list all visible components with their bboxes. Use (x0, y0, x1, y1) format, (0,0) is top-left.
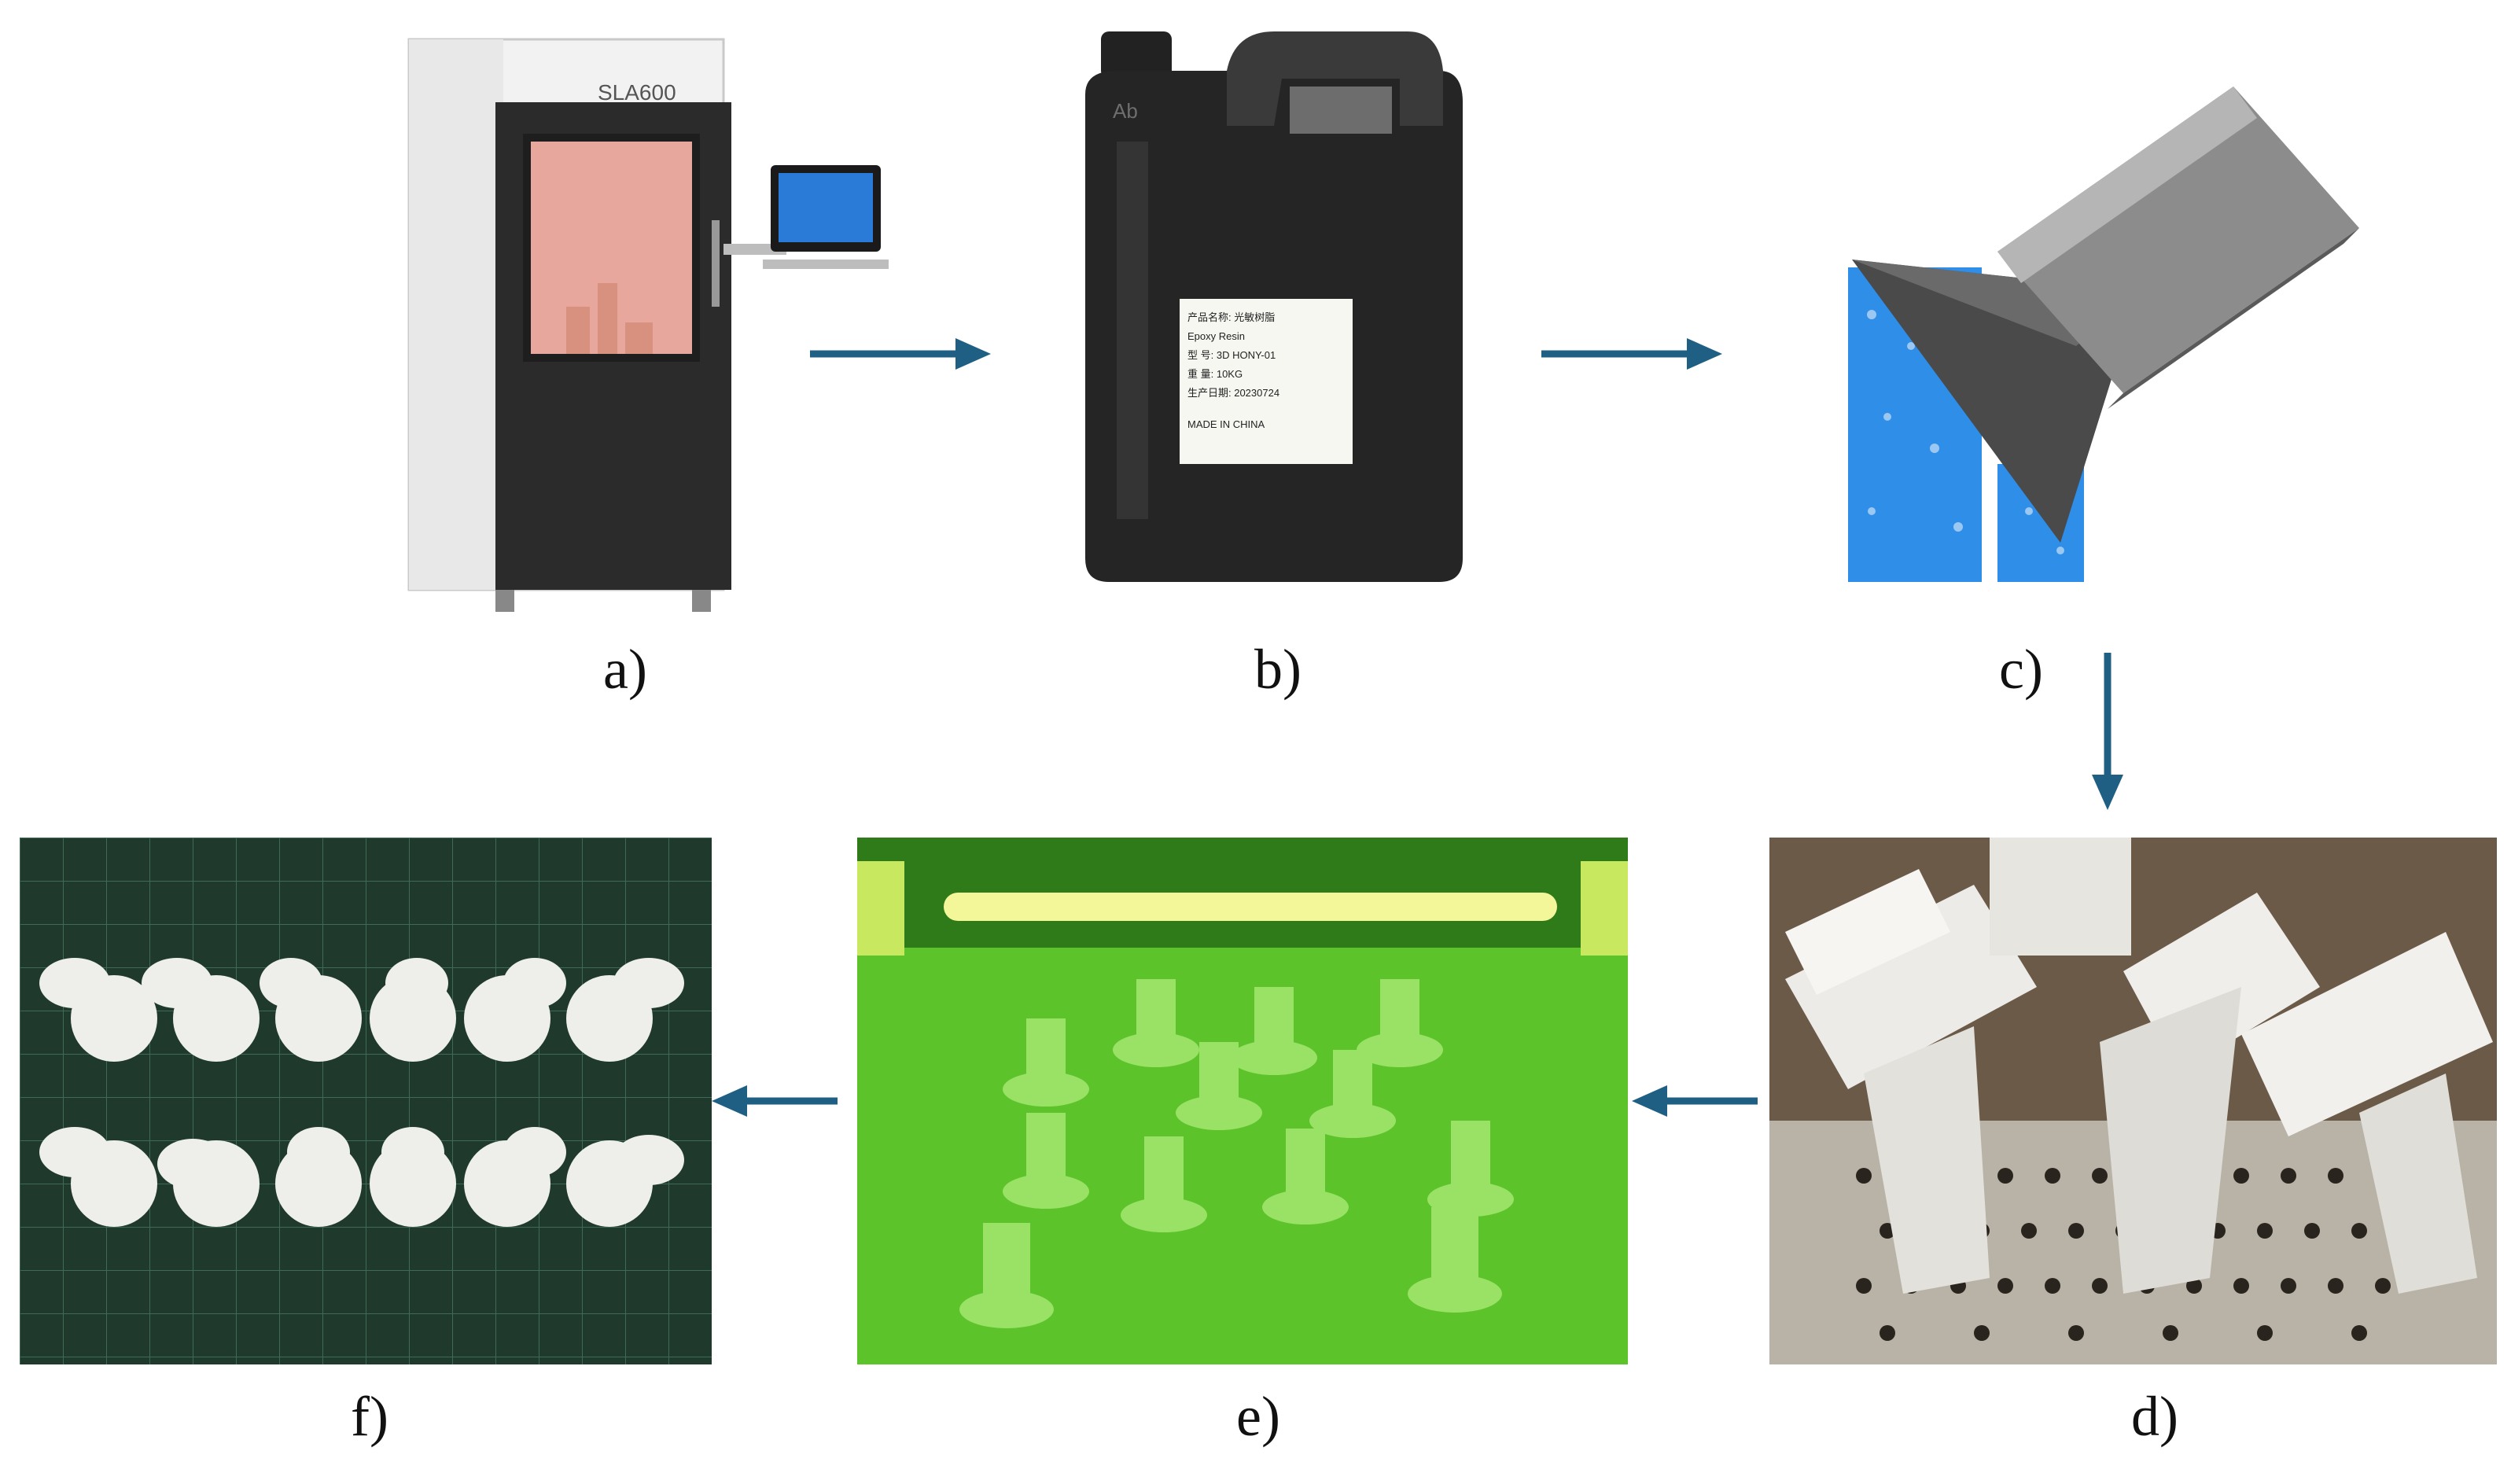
panel-c-cad-model (1840, 87, 2383, 598)
panel-f-finished-parts (20, 838, 712, 1364)
arrow-c-to-d (2084, 653, 2131, 810)
panel-f-label: f) (351, 1385, 388, 1448)
arrow-b-to-c (1541, 330, 1722, 377)
resin-sticker: 产品名称: 光敏树脂 Epoxy Resin 型 号: 3D HONY-01 重… (1187, 308, 1345, 458)
sla-printer-illustration (407, 38, 889, 612)
cad-model-with-supports (1848, 87, 2359, 582)
resin-bottle-illustration (1085, 31, 1463, 582)
sticker-line: Epoxy Resin (1187, 330, 1245, 342)
sticker-line: 生产日期: 20230724 (1187, 387, 1280, 399)
sticker-line: MADE IN CHINA (1187, 418, 1265, 430)
panel-d-printed-parts (1769, 838, 2497, 1364)
panel-e-uv-curing (857, 838, 1628, 1364)
arrow-e-to-f (712, 1077, 838, 1125)
panel-a-label: a) (603, 638, 647, 701)
panel-c-label: c) (1999, 638, 2043, 701)
panel-e-label: e) (1236, 1385, 1280, 1448)
panel-b-resin-bottle: Ab 产品名称: 光敏树脂 Epoxy Resin 型 号: 3D HONY-0… (1070, 24, 1478, 590)
printed-parts-photo (1769, 838, 2497, 1364)
panel-a-sla-printer: SLA600 (393, 31, 912, 653)
panel-b-label: b) (1254, 638, 1302, 701)
uv-curing-photo (857, 838, 1628, 1364)
sticker-line: 重 量: 10KG (1187, 368, 1243, 380)
arrow-a-to-b (810, 330, 991, 377)
finished-parts-photo (20, 838, 712, 1364)
bottle-embossed-text: Ab (1113, 99, 1138, 123)
machine-model-text: SLA600 (598, 80, 676, 105)
panel-d-label: d) (2131, 1385, 2178, 1448)
sticker-line: 型 号: 3D HONY-01 (1187, 349, 1276, 361)
sticker-line: 产品名称: 光敏树脂 (1187, 311, 1276, 323)
arrow-d-to-e (1632, 1077, 1758, 1125)
